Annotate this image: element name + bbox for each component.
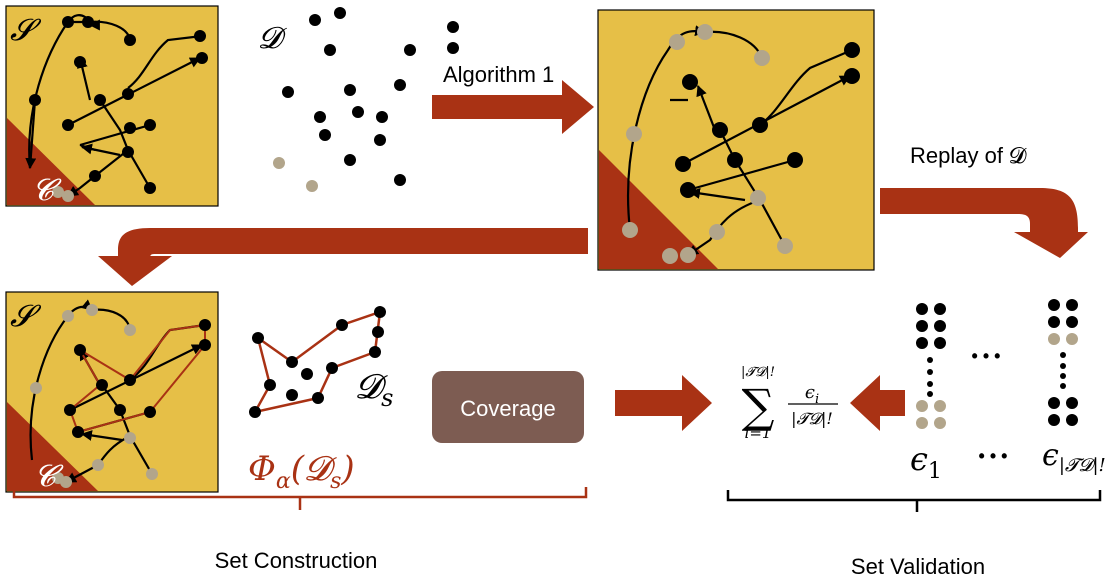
coverage-box: Coverage xyxy=(432,371,584,443)
fraction-denominator: |𝓣𝓓|! xyxy=(791,409,833,428)
error-samples: • • • ϵ1 • • • ϵ|𝓣𝓓|! xyxy=(910,299,1106,484)
sum-upper-bound: |𝓣𝓓|! xyxy=(741,365,775,380)
dataset-points: 𝓓 xyxy=(258,7,459,192)
ellipsis-bottom: • • • xyxy=(979,446,1008,466)
epsilon-first: ϵ1 xyxy=(910,440,942,484)
coverage-to-sum-arrow xyxy=(615,375,712,431)
errors-to-sum-arrow xyxy=(850,375,905,431)
fraction-numerator: ϵi xyxy=(805,382,819,407)
error-column-last xyxy=(1048,299,1078,426)
replay-arrow: Replay of 𝓓 xyxy=(880,143,1088,258)
replay-label: Replay of 𝓓 xyxy=(910,143,1027,168)
set-validation-label: Set Validation xyxy=(851,554,985,579)
construction-arrow xyxy=(98,228,588,286)
state-space-panel-selected: 𝓢 𝓒 xyxy=(5,291,219,494)
sum-sign: ∑ xyxy=(742,379,775,433)
coverage-sum-formula: |𝓣𝓓|! ∑ i=1 ϵi |𝓣𝓓|! xyxy=(741,365,838,442)
set-construction-label: Set Construction xyxy=(215,548,378,573)
ellipsis-middle: • • • xyxy=(972,346,1001,366)
phi-alpha-label: Φα(𝓓s) xyxy=(248,449,355,494)
set-validation-brace: Set Validation xyxy=(726,490,1102,579)
error-column-first xyxy=(916,303,946,429)
state-space-panel-replayed xyxy=(597,9,875,271)
state-space-panel-initial: 𝓢 𝓒 xyxy=(5,5,219,208)
dataset-symbol: 𝓓 xyxy=(258,21,287,56)
selected-dataset-hull: 𝓓s Φα(𝓓s) xyxy=(248,306,393,494)
selected-dataset-symbol: 𝓓s xyxy=(355,367,393,412)
coverage-label: Coverage xyxy=(460,396,555,421)
epsilon-last: ϵ|𝓣𝓓|! xyxy=(1042,438,1106,476)
algorithm-label: Algorithm 1 xyxy=(443,62,554,87)
sum-lower-bound: i=1 xyxy=(745,424,772,442)
set-construction-brace: Set Construction xyxy=(12,487,588,573)
algorithm-arrow: Algorithm 1 xyxy=(432,62,594,134)
